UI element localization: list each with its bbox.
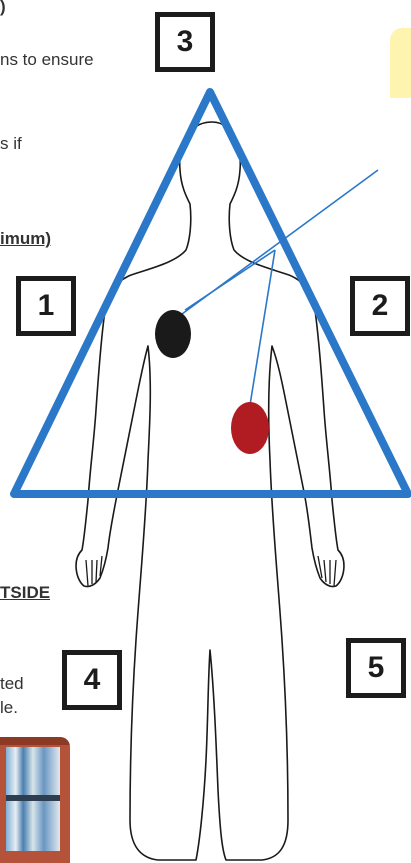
bag-zip — [0, 737, 70, 745]
black-electrode-pad — [155, 310, 191, 358]
number-box-1: 1 — [16, 276, 76, 336]
number-box-3: 3 — [155, 12, 215, 72]
pointer-line-3 — [250, 250, 275, 405]
red-electrode-pad — [231, 402, 269, 454]
bag-shelf — [6, 795, 60, 801]
pointer-line-2 — [185, 250, 275, 310]
right-hand-fingers — [318, 556, 336, 586]
number-box-5: 5 — [346, 638, 406, 698]
medical-bag-image — [0, 737, 70, 863]
number-box-4: 4 — [62, 650, 122, 710]
number-box-2: 2 — [350, 276, 410, 336]
left-hand-fingers — [86, 556, 102, 586]
